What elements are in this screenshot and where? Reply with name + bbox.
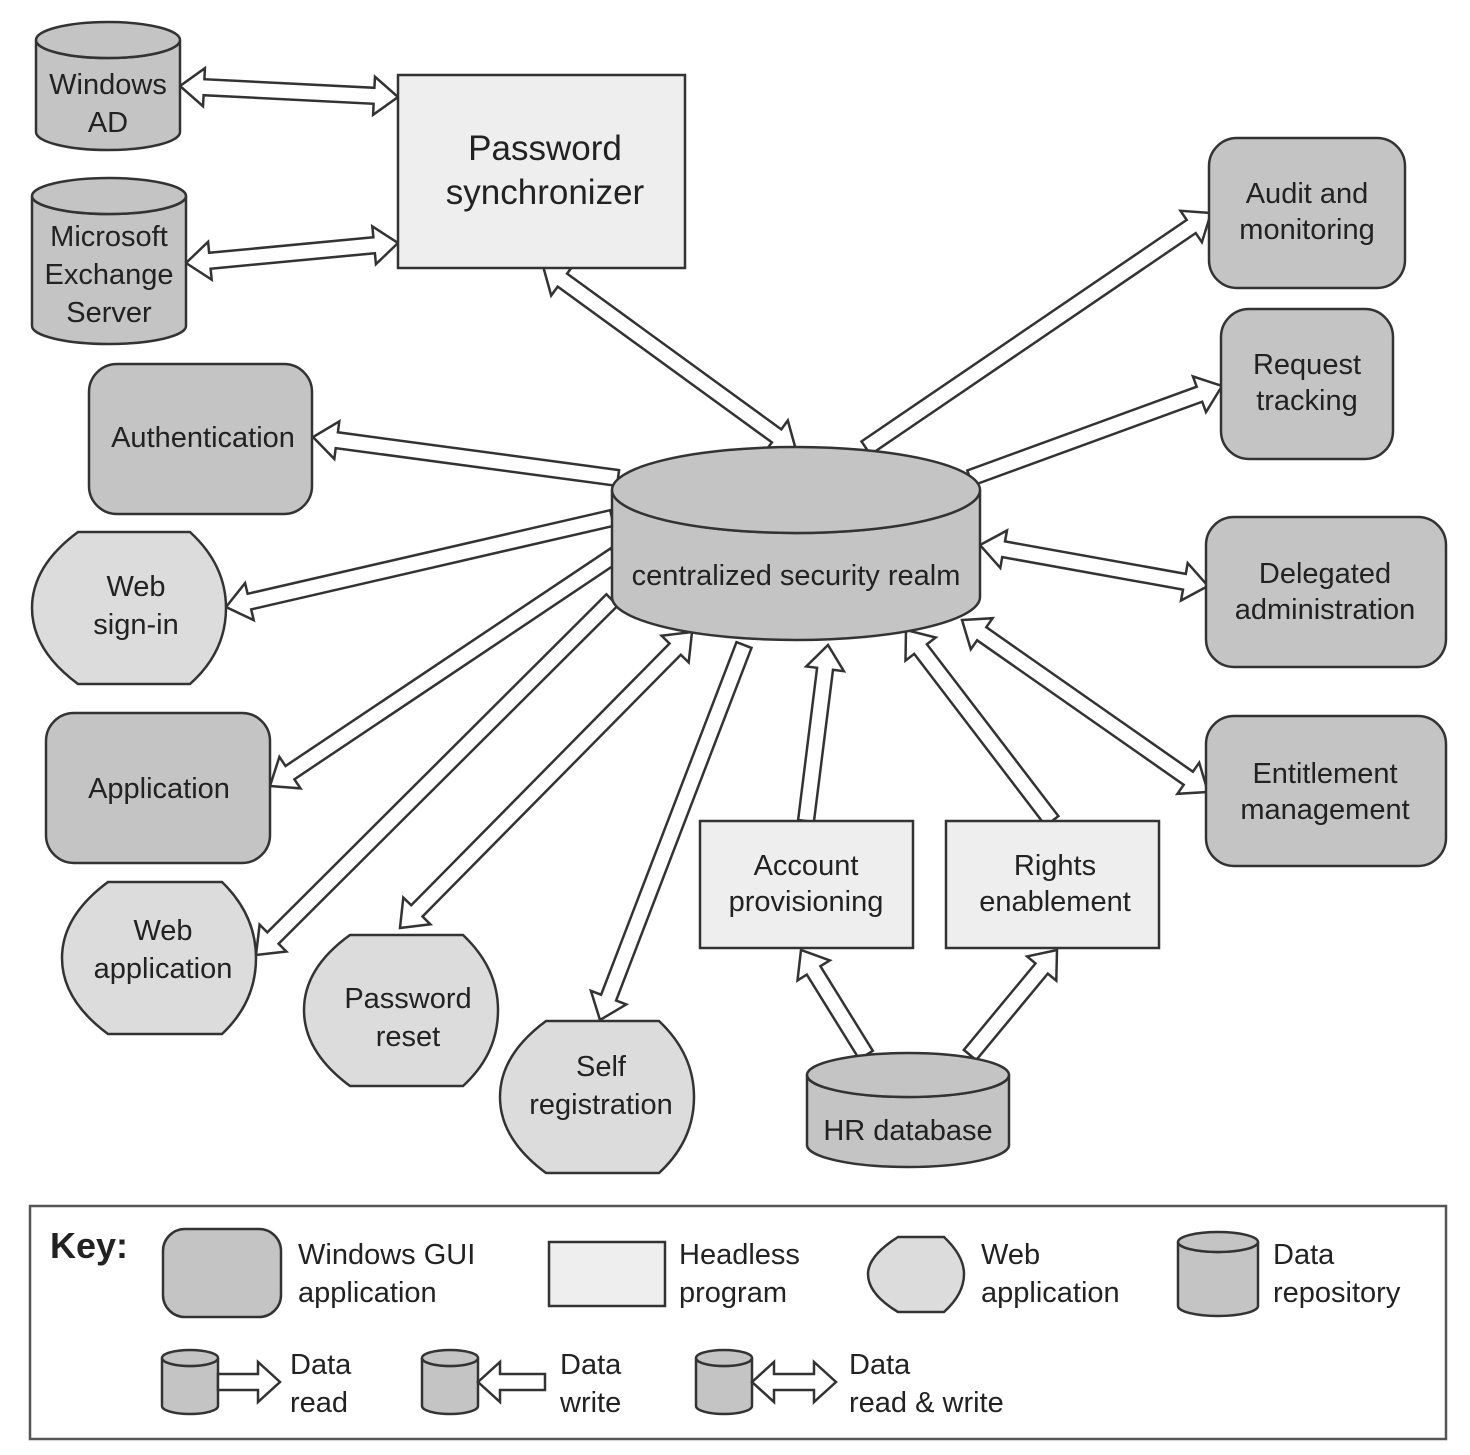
arrow-realm-self-registration bbox=[588, 640, 754, 1022]
authentication-app: Authentication bbox=[87, 362, 314, 516]
application-label: Application bbox=[88, 773, 230, 805]
arrow-realm-web-application bbox=[254, 592, 620, 957]
central-realm-label: centralized security realm bbox=[632, 560, 961, 592]
arrow-realm-entitlement bbox=[960, 616, 1210, 796]
key-data-rw-swatch bbox=[694, 1348, 838, 1416]
key-data-rw-arrow bbox=[750, 1359, 838, 1405]
arrow-realm-delegated bbox=[978, 528, 1210, 603]
key-web-app-swatch bbox=[866, 1235, 966, 1314]
arrow-rights-realm bbox=[904, 628, 1061, 828]
key-windows-gui-swatch bbox=[161, 1227, 283, 1319]
arrow-account-prov-realm bbox=[796, 642, 847, 824]
hr-database-label: HR database bbox=[823, 1115, 992, 1147]
key-data-write-swatch bbox=[420, 1348, 547, 1416]
arrow-hr-account-prov bbox=[795, 948, 875, 1061]
arrow-realm-web-signin bbox=[224, 508, 616, 623]
key-data-read-swatch bbox=[160, 1348, 282, 1416]
hr-database-repository: HR database bbox=[805, 1051, 1011, 1169]
arrow-realm-audit bbox=[859, 209, 1213, 457]
connection-arrows bbox=[177, 65, 1224, 1062]
arrow-windows-ad-sync bbox=[177, 65, 401, 118]
key-repository-swatch bbox=[1176, 1230, 1260, 1318]
key-title: Key: bbox=[50, 1225, 128, 1266]
key-data-write-arrow bbox=[476, 1359, 547, 1405]
key-headless-swatch bbox=[547, 1240, 667, 1308]
arrow-hr-rights bbox=[962, 948, 1059, 1062]
application-app: Application bbox=[44, 711, 272, 865]
centralized-security-realm: centralized security realm bbox=[610, 445, 982, 642]
key-data-read-arrow bbox=[216, 1359, 282, 1405]
arrow-realm-request bbox=[965, 374, 1224, 488]
arrow-exchange-sync bbox=[183, 223, 401, 283]
arrow-sync-realm bbox=[541, 263, 798, 453]
arrow-realm-authentication bbox=[311, 419, 621, 488]
arrow-realm-application bbox=[268, 546, 622, 790]
authentication-label: Authentication bbox=[111, 422, 295, 454]
